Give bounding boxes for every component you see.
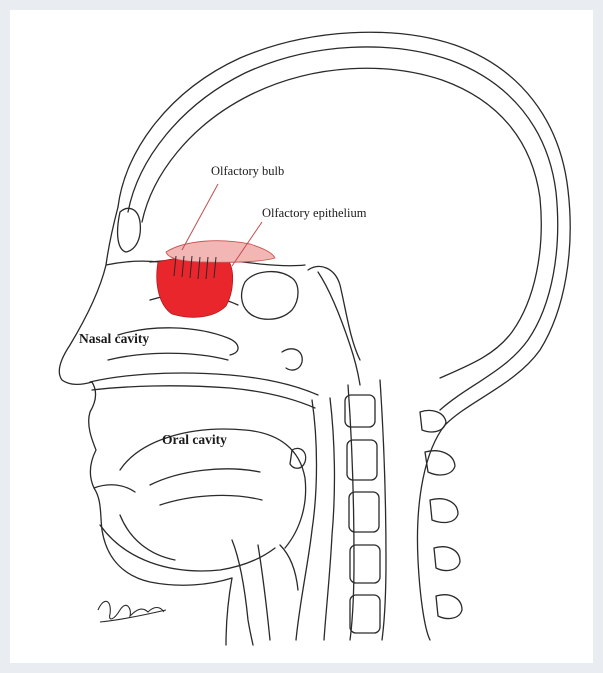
turbinate-lower [108,353,228,360]
olfactory-bulb-shape [166,241,275,263]
palate [92,386,315,408]
sphenoid-sinus [308,266,360,360]
larynx [232,540,253,645]
lower-jaw [100,525,275,571]
neck-front [226,578,232,645]
clivus [318,272,360,385]
oral-cavity-label: Oral cavity [162,432,227,448]
pharynx-front [296,400,317,640]
olfactory-epithelium-region [157,258,233,318]
mandible-inner [120,515,175,560]
tongue-inner [150,469,260,485]
spinous-5 [436,595,462,619]
tongue-inner-2 [160,495,262,505]
olfactory-bulb-label: Olfactory bulb [211,164,284,179]
olfactory-epithelium-label: Olfactory epithelium [262,206,366,221]
scalp-outline [118,32,570,640]
trachea [258,545,270,640]
skull-outline [128,47,558,410]
spinous-3 [430,499,458,523]
spinal-canal-back [380,380,386,640]
frontal-sinus [118,208,141,252]
artist-signature [98,601,166,622]
spinous-1 [420,410,446,431]
upper-lip [94,485,135,492]
nasal-floor [90,373,318,395]
pharynx-back [324,398,334,640]
vertebra-5 [350,595,380,633]
bulb-leader-line [182,184,218,250]
epiglottis [280,545,298,590]
sella-region [242,272,298,320]
nasal-cavity-label: Nasal cavity [79,331,149,347]
spinous-4 [434,547,460,571]
soft-palate [282,349,302,370]
brain-cavity-outline [142,68,541,378]
